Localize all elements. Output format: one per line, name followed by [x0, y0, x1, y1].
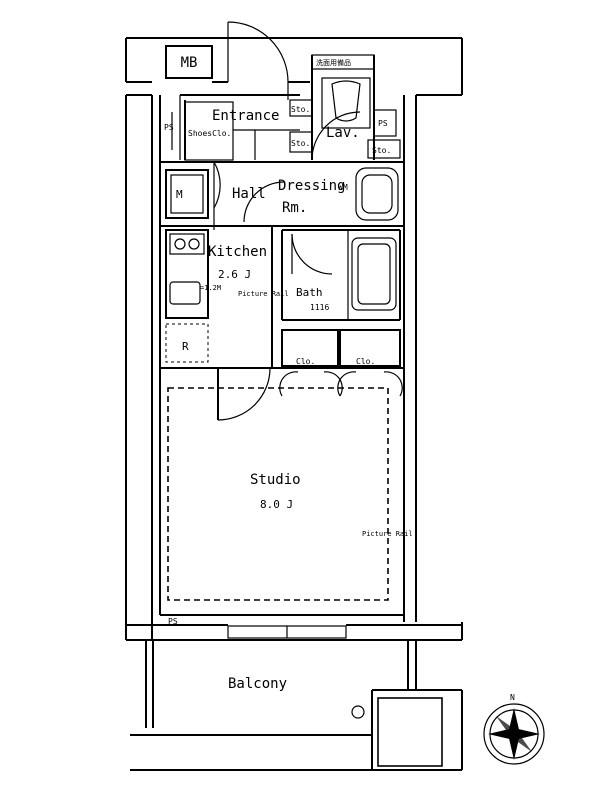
sto-2-label: Sto. [291, 139, 310, 148]
closet-left-label: Clo. [296, 357, 315, 366]
entrance-area: Entrance ShoesClo. PS [164, 94, 300, 161]
refrigerator-label: R [182, 340, 189, 353]
studio-size-label: 8.0 J [260, 498, 293, 511]
north-compass: N [483, 693, 545, 765]
picture-rail-studio-label: Picture Rail [362, 530, 413, 538]
dressing-label-1: Dressing [278, 178, 345, 194]
ps-left-label: PS [164, 123, 174, 132]
lavatory-label: Lav. [326, 125, 360, 141]
closet-right-label: Clo. [356, 357, 375, 366]
balcony-label: Balcony [228, 676, 287, 692]
entrance-label: Entrance [212, 108, 279, 124]
studio-label: Studio [250, 472, 301, 488]
lav-top-label: 洗面用備品 [316, 58, 351, 67]
bath-area: Bath 1116 [281, 229, 401, 321]
m-unit-label: M [176, 188, 183, 201]
kitchen-area: Kitchen 2.6 J =1.2M Picture Rail R [160, 225, 404, 369]
shoes-closet-label: ShoesClo. [188, 129, 231, 138]
dressing-label-2: Rm. [282, 200, 307, 216]
closets: Clo. Clo. [279, 329, 403, 397]
wm-label: WM [338, 183, 348, 192]
sto-1-label: Sto. [291, 105, 310, 114]
bath-label: Bath [296, 286, 323, 299]
kitchen-note-label: =1.2M [200, 284, 221, 292]
mb-label: MB [181, 55, 198, 71]
ps-bottom-label: PS [168, 617, 178, 626]
kitchen-size-label: 2.6 J [218, 268, 251, 281]
outer-walls [125, 37, 463, 771]
mb-box: MB [165, 45, 213, 79]
picture-rail-kitchen-label: Picture Rail [238, 290, 289, 298]
lavatory-area: Sto. Sto. 洗面用備品 Lav. PS Sto. [289, 54, 401, 161]
bath-size-label: 1116 [310, 303, 329, 312]
north-label: N [510, 693, 515, 702]
sto-3-label: Sto. [372, 146, 391, 155]
studio-area: Studio 8.0 J Picture Rail PS [167, 367, 413, 626]
kitchen-label: Kitchen [208, 244, 267, 260]
hall-dressing-area: M Hall Dressing Rm. WM [160, 161, 404, 230]
entrance-door [212, 21, 310, 100]
hall-label: Hall [232, 186, 266, 202]
balcony-window: Balcony [227, 625, 347, 692]
ps-right-label: PS [378, 119, 388, 128]
